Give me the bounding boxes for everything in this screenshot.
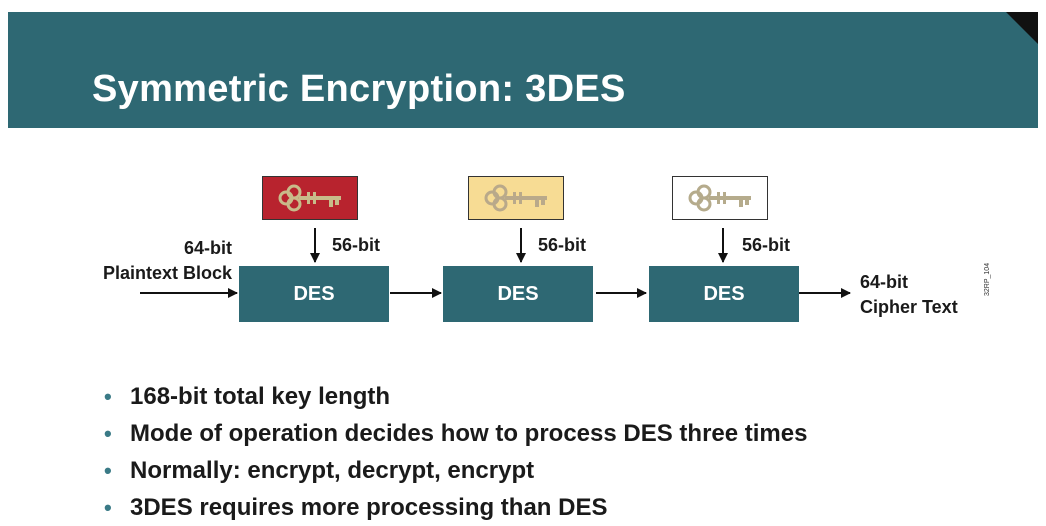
key-size-label-3: 56-bit bbox=[742, 235, 791, 255]
key-size-label-1: 56-bit bbox=[332, 235, 381, 255]
bullet-item: •Mode of operation decides how to proces… bbox=[104, 415, 807, 452]
bullet-item: •3DES requires more processing than DES bbox=[104, 489, 807, 526]
des-box-3: DES bbox=[649, 266, 799, 322]
title-banner bbox=[8, 12, 1038, 128]
bullet-item: •Normally: encrypt, decrypt, encrypt bbox=[104, 452, 807, 489]
bullet-list: •168-bit total key length •Mode of opera… bbox=[104, 378, 807, 526]
key-icon bbox=[484, 184, 547, 212]
key-size-label-2: 56-bit bbox=[538, 235, 587, 255]
input-type-label: Plaintext Block bbox=[102, 263, 232, 283]
key-box-3 bbox=[672, 176, 768, 220]
bullet-dot-icon: • bbox=[104, 384, 112, 409]
key-icon bbox=[688, 184, 751, 212]
bullet-item: •168-bit total key length bbox=[104, 378, 807, 415]
key-icon bbox=[278, 184, 341, 212]
output-type-label: Cipher Text bbox=[860, 297, 958, 317]
slide-title: Symmetric Encryption: 3DES bbox=[92, 68, 626, 110]
figure-code: 32RP_104 bbox=[984, 262, 991, 296]
key-box-1 bbox=[262, 176, 358, 220]
bullet-dot-icon: • bbox=[104, 421, 112, 446]
output-size-label: 64-bit bbox=[860, 272, 909, 292]
input-size-label: 64-bit bbox=[183, 238, 232, 258]
des-box-2: DES bbox=[443, 266, 593, 322]
corner-decoration bbox=[1006, 12, 1038, 44]
des-box-1: DES bbox=[239, 266, 389, 322]
bullet-dot-icon: • bbox=[104, 495, 112, 520]
key-box-2 bbox=[468, 176, 564, 220]
bullet-dot-icon: • bbox=[104, 458, 112, 483]
